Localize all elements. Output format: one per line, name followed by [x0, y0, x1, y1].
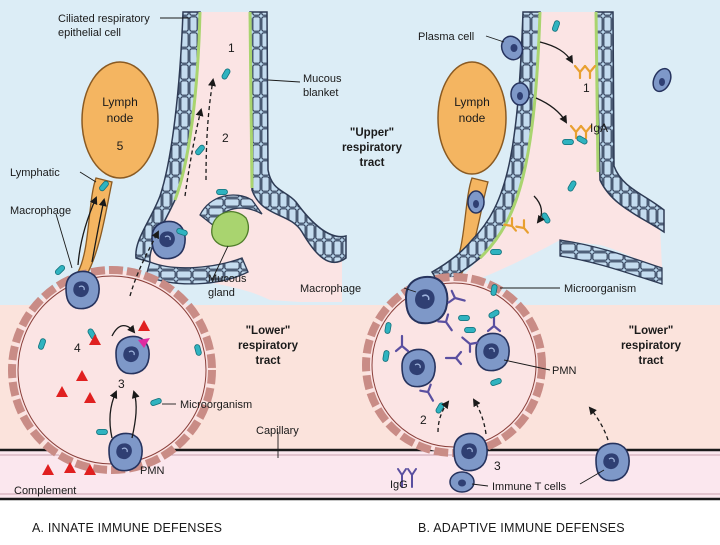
immune-t-cell-2 — [595, 442, 630, 482]
label-lower-tract-b-line1: "Lower" — [629, 325, 674, 337]
label-capillary: Capillary — [256, 425, 299, 437]
label-pmn-b: PMN — [552, 365, 577, 377]
label-step-2-a: 2 — [222, 131, 229, 145]
label-step-2-b: 2 — [420, 413, 427, 427]
label-step-3-a: 3 — [118, 377, 125, 391]
label-upper-tract-line3: tract — [360, 157, 385, 169]
label-lower-tract-a-line1: "Lower" — [246, 325, 291, 337]
alveolus-b — [362, 273, 546, 457]
label-complement: Complement — [14, 485, 76, 497]
label-lower-tract-a-line2: respiratory — [238, 340, 299, 352]
label-microorganism-b: Microorganism — [564, 283, 636, 295]
label-plasma-cell: Plasma cell — [418, 31, 474, 43]
label-step-1-a: 1 — [228, 41, 235, 55]
panel-b-adaptive: Plasma cell Lymph node 1 IgA Macrophage … — [300, 11, 682, 535]
label-step-5: 5 — [117, 139, 124, 153]
label-lower-tract-b-line3: tract — [639, 355, 664, 367]
immune-t-cell-1 — [453, 432, 488, 472]
macrophage-a — [65, 270, 100, 310]
caption-panel-a: A. INNATE IMMUNE DEFENSES — [32, 521, 222, 535]
epithelium-right-b — [595, 11, 665, 234]
phagocyte-b-left — [401, 348, 436, 388]
macrophage-b — [405, 275, 449, 325]
label-lower-tract-a-line3: tract — [256, 355, 281, 367]
label-macrophage-b: Macrophage — [300, 283, 361, 295]
pmn-cell-a — [108, 432, 143, 472]
label-mucous-blanket-line1: Mucous — [303, 73, 342, 85]
label-igg: IgG — [390, 479, 408, 491]
alveolus-a — [8, 266, 216, 474]
label-upper-tract-line2: respiratory — [342, 142, 403, 154]
label-lymph-node-b-line1: Lymph — [454, 95, 490, 109]
label-microorganism-a: Microorganism — [180, 399, 252, 411]
label-lower-tract-b-line2: respiratory — [621, 340, 682, 352]
label-immune-t-cells: Immune T cells — [492, 481, 567, 493]
label-macrophage-a: Macrophage — [10, 205, 71, 217]
label-upper-tract-line1: "Upper" — [350, 127, 394, 139]
epithelium-right-a — [249, 11, 347, 264]
pmn-cell-b — [475, 332, 510, 372]
label-iga: IgA — [590, 121, 608, 135]
airway-lumen-b — [450, 12, 662, 290]
label-mucous-gland-line2: gland — [208, 287, 235, 299]
label-lymph-node-line1: Lymph — [102, 95, 138, 109]
lymph-node-b — [437, 61, 507, 175]
label-mucous-blanket-line2: blanket — [303, 87, 338, 99]
caption-panel-b: B. ADAPTIVE IMMUNE DEFENSES — [418, 521, 625, 535]
label-lymph-node-b-line2: node — [459, 111, 486, 125]
label-step-3-b: 3 — [494, 459, 501, 473]
panel-a-innate: Ciliated respiratory epithelial cell Muc… — [8, 11, 403, 535]
label-step-4-a: 4 — [74, 341, 81, 355]
label-step-1-b: 1 — [583, 81, 590, 95]
macrophage-airway-a — [151, 220, 186, 260]
label-pmn-a: PMN — [140, 465, 165, 477]
label-mucous-gland-line1: Mucous — [208, 273, 247, 285]
label-lymph-node-line2: node — [107, 111, 134, 125]
mucous-gland-a — [211, 211, 249, 247]
label-ciliated-cell-line1: Ciliated respiratory — [58, 13, 150, 25]
label-ciliated-cell-line2: epithelial cell — [58, 27, 121, 39]
lymph-node-a — [81, 61, 159, 179]
label-lymphatic: Lymphatic — [10, 167, 60, 179]
